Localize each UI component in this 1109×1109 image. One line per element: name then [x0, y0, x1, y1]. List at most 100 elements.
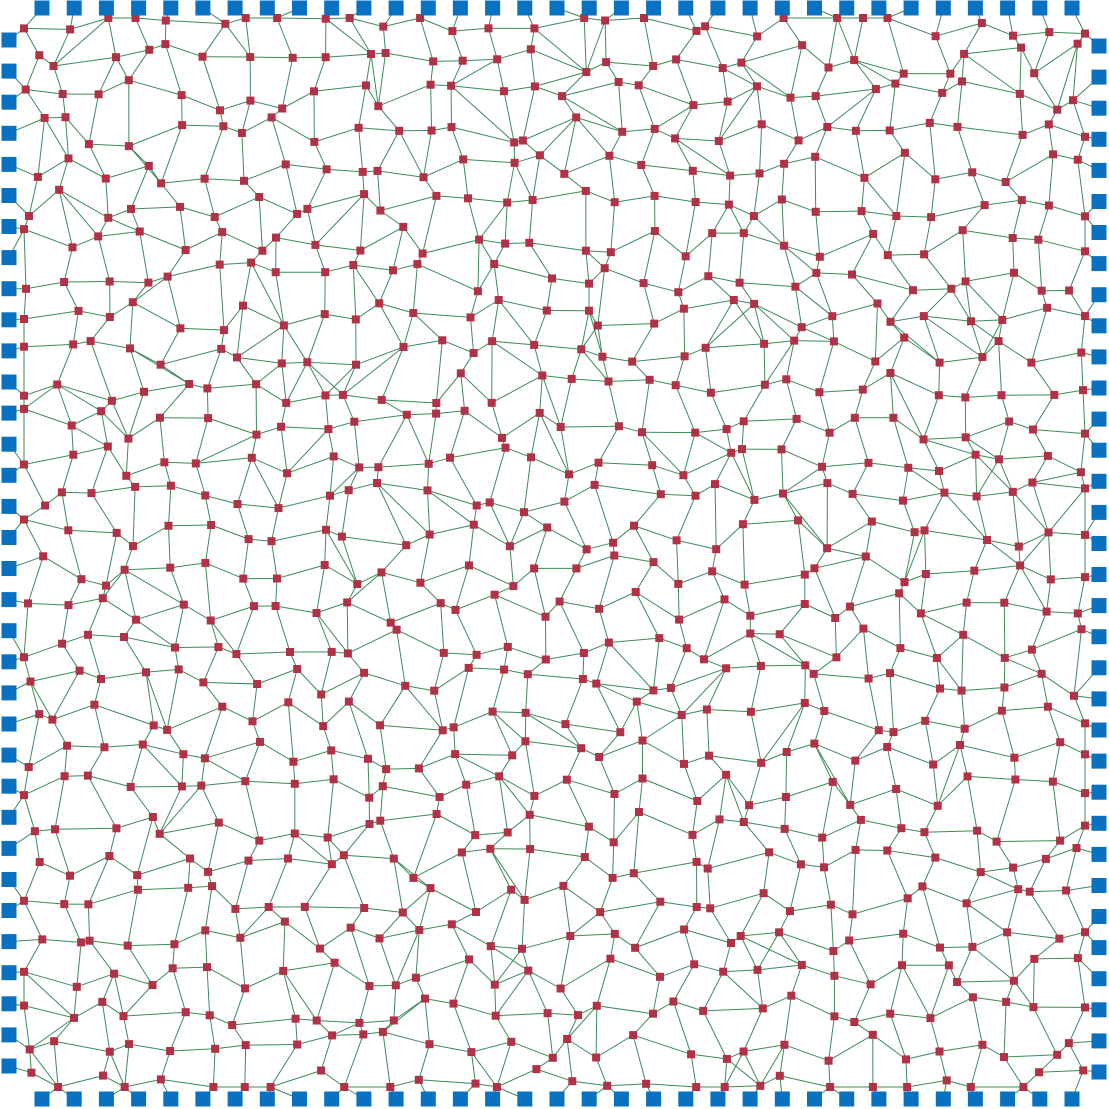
- inner-node: [127, 205, 135, 213]
- mesh-edge: [282, 970, 318, 1021]
- mesh-edge: [235, 651, 291, 655]
- mesh-edge: [1052, 781, 1061, 842]
- inner-node: [247, 453, 256, 462]
- mesh-edge: [862, 628, 901, 649]
- inner-node: [1081, 212, 1089, 221]
- mesh-edge: [352, 264, 380, 304]
- mesh-edge: [889, 337, 905, 374]
- inner-node: [392, 625, 401, 634]
- inner-node: [321, 268, 330, 277]
- mesh-edge: [743, 232, 785, 247]
- mesh-edge: [204, 929, 208, 968]
- inner-node: [451, 605, 460, 614]
- inner-node: [995, 455, 1003, 464]
- mesh-edge: [614, 778, 643, 795]
- mesh-edge: [638, 84, 694, 106]
- mesh-edge: [58, 157, 69, 191]
- mesh-edge: [1037, 239, 1086, 252]
- mesh-edge: [936, 657, 963, 692]
- inner-node: [358, 167, 367, 176]
- inner-node: [20, 342, 28, 351]
- inner-node: [40, 114, 49, 122]
- boundary-node: [1, 436, 17, 452]
- mesh-edge: [939, 946, 973, 949]
- mesh-edge: [488, 27, 498, 60]
- mesh-edge: [123, 636, 147, 673]
- mesh-edge: [597, 323, 655, 326]
- mesh-edge: [128, 1043, 171, 1052]
- mesh-edge: [504, 202, 508, 245]
- inner-node: [1055, 934, 1064, 943]
- inner-node: [465, 955, 474, 964]
- mesh-edge: [498, 299, 535, 346]
- inner-node: [391, 981, 400, 990]
- inner-node: [365, 793, 374, 802]
- mesh-edge: [496, 48, 532, 60]
- mesh-edge: [419, 17, 453, 32]
- mesh-edge: [419, 534, 431, 584]
- mesh-edge: [358, 1019, 395, 1024]
- mesh-edge: [929, 122, 936, 180]
- mesh-edge: [533, 779, 568, 797]
- inner-node: [112, 528, 121, 537]
- boundary-node: [581, 0, 597, 16]
- mesh-edge: [223, 305, 244, 331]
- mesh-edge: [377, 463, 430, 468]
- mesh-edge: [939, 1044, 983, 1052]
- inner-node: [1030, 69, 1039, 78]
- inner-node: [978, 353, 987, 362]
- mesh-edge: [1006, 931, 1015, 982]
- mesh-edge: [923, 830, 978, 833]
- inner-node: [868, 1083, 877, 1091]
- mesh-edge: [204, 562, 212, 621]
- mesh-edge: [966, 871, 982, 904]
- inner-node: [530, 791, 539, 800]
- boundary-node: [1, 530, 17, 545]
- mesh-edge: [382, 1031, 391, 1088]
- mesh-edge: [124, 1078, 162, 1088]
- mesh-edge: [748, 796, 787, 806]
- inner-node: [631, 943, 640, 952]
- mesh-edge: [281, 361, 308, 364]
- inner-node: [902, 1055, 910, 1064]
- mesh-edge: [672, 1001, 704, 1012]
- boundary-node: [646, 1091, 662, 1107]
- boundary-node: [742, 0, 758, 16]
- mesh-edge: [282, 921, 286, 972]
- inner-node: [595, 753, 604, 761]
- mesh-edge: [533, 527, 548, 569]
- mesh-edge: [718, 85, 758, 142]
- inner-node: [344, 697, 353, 706]
- inner-node: [779, 489, 787, 498]
- mesh-edge: [271, 116, 315, 143]
- inner-node: [416, 14, 425, 22]
- mesh-edge: [23, 519, 44, 557]
- boundary-node: [1, 903, 17, 918]
- inner-node: [340, 1083, 349, 1091]
- mesh-edge: [529, 848, 586, 858]
- inner-node: [74, 306, 83, 315]
- mesh-edge: [559, 601, 585, 654]
- inner-node: [133, 885, 142, 894]
- mesh-edge: [1082, 389, 1086, 435]
- mesh-edge: [127, 391, 145, 440]
- mesh-edge: [967, 775, 978, 832]
- boundary-node: [1, 872, 17, 887]
- boundary-node: [549, 0, 565, 16]
- mesh-edge: [733, 299, 765, 345]
- inner-node: [129, 542, 137, 551]
- mesh-edge: [1033, 957, 1079, 960]
- boundary-node: [1091, 411, 1107, 427]
- inner-node: [503, 642, 512, 651]
- mesh-edge: [1047, 706, 1086, 724]
- inner-node: [1000, 598, 1009, 607]
- inner-node: [218, 702, 227, 711]
- mesh-edge: [53, 28, 71, 67]
- mesh-edge: [889, 672, 894, 733]
- mesh-edge: [30, 681, 40, 715]
- mesh-edge: [58, 189, 73, 248]
- inner-node: [155, 829, 164, 838]
- mesh-edge: [1073, 695, 1086, 724]
- inner-node: [20, 1001, 28, 1010]
